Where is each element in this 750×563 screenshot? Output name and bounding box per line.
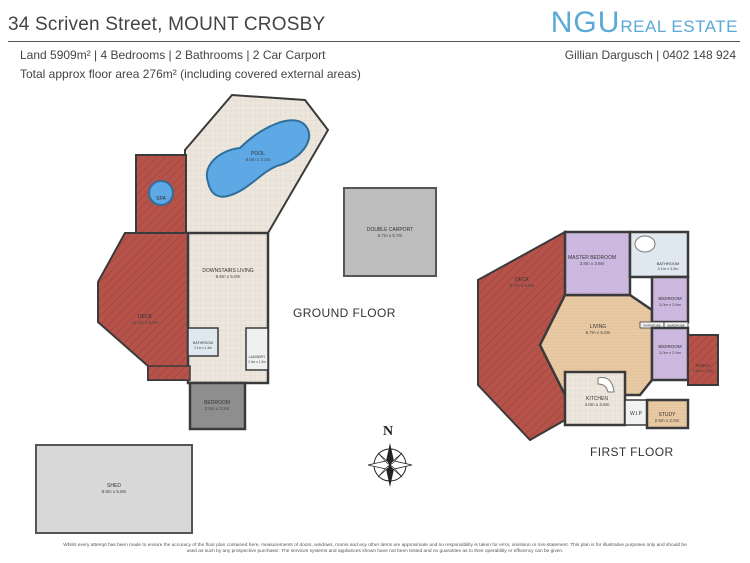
pool-dim: 8.0m x 3.1m — [246, 157, 271, 162]
floor-area-text: Total approx floor area 276m² (including… — [20, 67, 361, 81]
header-divider — [8, 41, 740, 42]
porch — [687, 334, 719, 386]
bedroom-1-dim: 3.0m x 2.8m — [659, 302, 682, 307]
logo-main-text: NGU — [550, 6, 621, 39]
master-bedroom-dim: 3.8m x 3.8m — [580, 261, 605, 266]
kitchen-island — [597, 377, 615, 393]
first-bathroom-dim: 3.1m x 3.0m — [658, 267, 679, 271]
living-area — [538, 293, 654, 397]
bathtub — [634, 235, 656, 253]
property-details: Land 5909m² | 4 Bedrooms | 2 Bathrooms |… — [20, 48, 326, 62]
porch-dim: 3.6m x 2.3m — [693, 369, 713, 373]
first-bathroom-label: BATHROOM — [657, 261, 680, 266]
pool — [205, 119, 311, 198]
downstairs-living-label: DOWNSTAIRS LIVING — [202, 268, 253, 274]
bedroom-1-label: BEDROOM — [658, 296, 682, 301]
kitchen — [563, 370, 627, 427]
study-label: STUDY — [659, 412, 677, 418]
ground-bedroom — [188, 381, 247, 431]
living-label: LIVING — [590, 324, 607, 330]
ground-hall — [147, 365, 191, 381]
carport-label: DOUBLE CARPORT — [367, 227, 413, 233]
bedroom-1 — [650, 275, 690, 324]
wip-label: W.I.P — [630, 411, 643, 417]
first-floor-title: FIRST FLOOR — [590, 445, 674, 459]
disclaimer-text: Whilst every attempt has been made to en… — [63, 543, 687, 554]
ground-deck-dim: 11.1m x 5.8m — [132, 320, 159, 325]
first-deck-label: DECK — [515, 277, 530, 283]
compass-north-label: N — [383, 424, 394, 439]
bedroom-2-label: BEDROOM — [658, 344, 682, 349]
north-compass-icon — [367, 443, 413, 487]
ground-bathroom — [187, 327, 219, 357]
agency-logo: NGUREAL ESTATE — [551, 6, 738, 40]
porch-label: PORCH — [696, 363, 711, 368]
bedroom-2-dim: 3.0m x 2.9m — [659, 350, 682, 355]
carport-dim: 5.7m x 5.7m — [378, 233, 403, 238]
laundry-dim: 2.4m x 1.3m — [248, 360, 266, 364]
shed — [35, 444, 193, 534]
ground-laundry — [245, 327, 269, 371]
laundry-label: LAUNDRY — [249, 355, 266, 359]
ground-bathroom-label: BATHROOM — [193, 341, 213, 345]
spa-label: SPA — [156, 196, 166, 202]
downstairs-living-dim: 9.6m x 5.0m — [216, 274, 241, 279]
property-address: 34 Scriven Street, MOUNT CROSBY — [8, 14, 326, 35]
double-carport — [343, 187, 437, 277]
ground-bathroom-dim: 2.1m x 1.3m — [194, 346, 212, 350]
shed-dim: 8.9m x 5.8m — [102, 489, 127, 494]
agent-contact: Gillian Dargusch | 0402 148 924 — [564, 48, 736, 62]
study — [645, 398, 690, 430]
first-deck-dim: 5.7m x 5.6m — [510, 283, 535, 288]
logo-sub-text: REAL ESTATE — [620, 17, 738, 36]
kitchen-label: KITCHEN — [586, 396, 608, 402]
pool-label: POOL — [251, 151, 265, 157]
master-bedroom — [563, 230, 632, 297]
kitchen-dim: 4.0m x 3.8m — [585, 402, 610, 407]
study-dim: 2.5m x 2.0m — [655, 418, 680, 423]
ground-deck — [97, 232, 189, 381]
ground-deck-label: DECK — [138, 314, 153, 320]
ground-bedroom-label: BEDROOM — [204, 400, 230, 406]
master-bedroom-label: MASTER BEDROOM — [568, 255, 616, 261]
wardrobe-2-label: WARDROBE — [667, 324, 685, 328]
shed-label: SHED — [107, 483, 121, 489]
wardrobe-1-label: WARDROBE — [643, 324, 661, 328]
ground-floor-title: GROUND FLOOR — [293, 306, 396, 320]
living-dim: 6.7m x 5.0m — [586, 330, 611, 335]
spa — [148, 180, 174, 206]
ground-bedroom-dim: 3.5m x 3.2m — [205, 406, 230, 411]
